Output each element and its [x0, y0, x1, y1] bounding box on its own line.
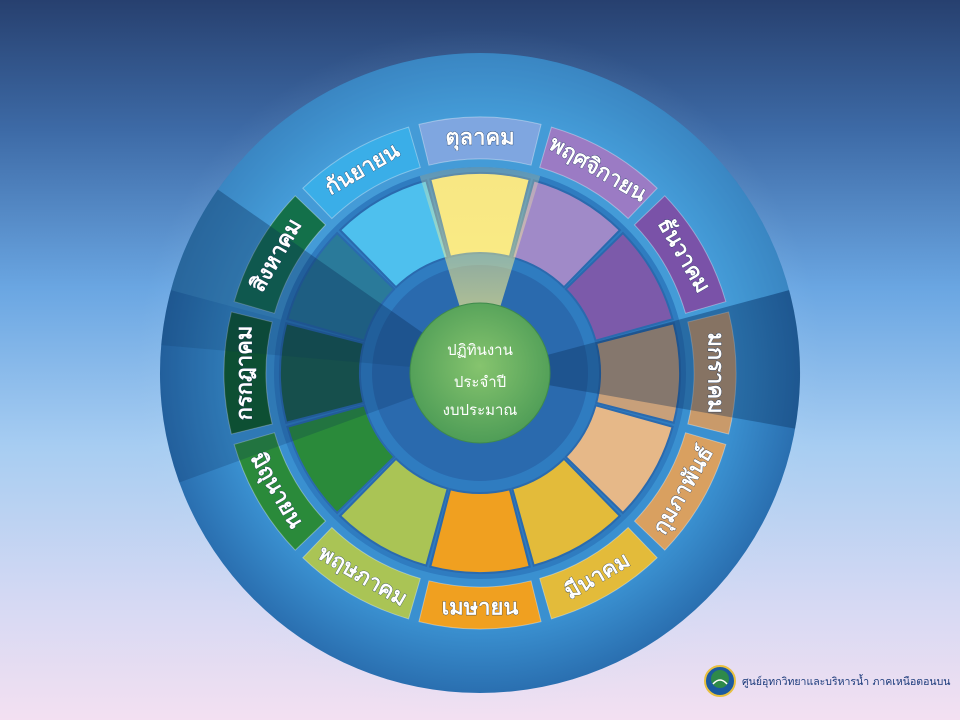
- month-band-1: [418, 116, 542, 166]
- month-label-1: ตุลาคม: [445, 126, 514, 152]
- organization-logo: [704, 665, 736, 697]
- center-title-line1: ปฏิทินงาน: [447, 341, 513, 359]
- month-band-10: [223, 311, 273, 435]
- month-segment-7: [429, 488, 531, 574]
- shadow-wedge-2: [480, 290, 801, 429]
- month-label-7: เมษายน: [442, 596, 519, 621]
- month-band-12: [302, 126, 421, 220]
- organization-name: ศูนย์อุทกวิทยาและบริหารน้ำ ภาคเหนือตอนบน: [742, 674, 950, 688]
- month-segment-2: [511, 179, 622, 289]
- center-circle: [409, 302, 551, 444]
- month-segment-8: [338, 457, 449, 567]
- month-band-2: [539, 126, 658, 220]
- center-title-line2: ประจำปี: [454, 373, 506, 391]
- month-segment-6: [511, 457, 622, 567]
- month-band-9: [233, 432, 327, 551]
- month-band-7: [418, 580, 542, 630]
- month-band-group: [223, 116, 737, 630]
- month-band-6: [539, 526, 658, 620]
- month-band-5: [633, 432, 727, 551]
- outer-ring-highlight: [170, 52, 790, 320]
- month-label-10: กรกฎาคม: [233, 326, 258, 421]
- month-band-8: [302, 526, 421, 620]
- shadow-wedge-3: [160, 345, 480, 483]
- october-light-beam: [419, 166, 541, 373]
- month-band-11: [233, 195, 327, 314]
- month-segment-10: [279, 322, 365, 424]
- month-segment-9: [286, 404, 396, 515]
- month-band-3: [633, 195, 727, 314]
- month-segment-5: [564, 404, 674, 515]
- month-segment-3: [564, 231, 674, 342]
- shadow-wedge-1: [161, 189, 480, 373]
- shadow-wedges: [160, 189, 801, 483]
- month-segment-11: [286, 231, 396, 342]
- month-segment-4: [595, 322, 681, 424]
- center-title-line3: งบประมาณ: [443, 401, 518, 419]
- month-band-4: [687, 311, 737, 435]
- month-label-4: มกราคม: [703, 332, 728, 413]
